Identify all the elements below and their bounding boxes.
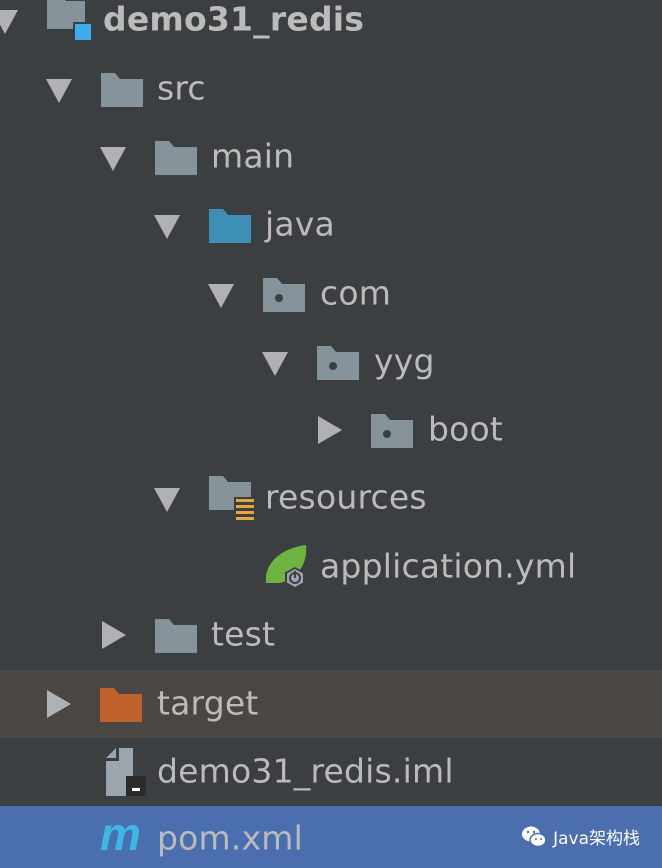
tree-row-yyg[interactable]: yyg	[0, 328, 662, 396]
tree-label: com	[320, 273, 392, 313]
tree-row-java[interactable]: java	[0, 191, 662, 259]
spring-yml-icon	[262, 543, 312, 597]
collapsed-arrow-icon[interactable]	[102, 621, 126, 649]
expand-arrow-icon[interactable]	[46, 79, 72, 103]
tree-label: test	[211, 614, 276, 654]
expand-arrow-icon[interactable]	[154, 488, 180, 512]
excluded-folder-icon	[100, 688, 142, 726]
collapsed-arrow-icon[interactable]	[47, 690, 71, 718]
iml-file-icon	[106, 748, 148, 800]
resources-folder-icon	[209, 476, 257, 526]
expand-arrow-icon[interactable]	[154, 215, 180, 239]
tree-label: yyg	[374, 341, 435, 381]
tree-label: target	[157, 683, 259, 723]
tree-row-resources[interactable]: resources	[0, 464, 662, 532]
package-icon	[263, 278, 305, 316]
tree-row-test[interactable]: test	[0, 601, 662, 669]
tree-label: application.yml	[320, 546, 577, 586]
package-icon	[317, 346, 359, 384]
tree-row-pom[interactable]: m pom.xml	[0, 806, 662, 868]
tree-label: resources	[265, 477, 427, 517]
expand-arrow-icon[interactable]	[100, 147, 126, 171]
tree-label: demo31_redis.iml	[157, 751, 454, 791]
expand-arrow-icon[interactable]	[262, 352, 288, 376]
package-icon	[371, 414, 413, 452]
tree-row-iml[interactable]: demo31_redis.iml	[0, 738, 662, 806]
folder-icon	[155, 619, 197, 657]
tree-row-application-yml[interactable]: application.yml	[0, 533, 662, 601]
module-folder-icon	[47, 0, 93, 45]
tree-row-main[interactable]: main	[0, 123, 662, 191]
tree-row-root[interactable]: demo31_redis	[0, 0, 662, 54]
tree-label: demo31_redis	[103, 0, 365, 39]
tree-label: boot	[428, 409, 504, 449]
tree-row-com[interactable]: com	[0, 260, 662, 328]
tree-label: main	[211, 136, 295, 176]
maven-icon: m	[100, 808, 141, 860]
tree-label: java	[265, 204, 335, 244]
expand-arrow-icon[interactable]	[0, 10, 18, 34]
watermark: Java架构栈	[521, 824, 640, 849]
collapsed-arrow-icon[interactable]	[318, 416, 342, 444]
expand-arrow-icon[interactable]	[208, 284, 234, 308]
wechat-icon	[522, 826, 547, 847]
watermark-text: Java架构栈	[553, 829, 640, 849]
folder-icon	[155, 141, 197, 179]
tree-label: pom.xml	[157, 818, 304, 858]
tree-label: src	[157, 68, 206, 108]
source-root-folder-icon	[209, 209, 251, 247]
tree-row-src[interactable]: src	[0, 55, 662, 123]
folder-icon	[101, 73, 143, 111]
tree-row-target[interactable]: target	[0, 670, 662, 738]
tree-row-boot[interactable]: boot	[0, 396, 662, 464]
